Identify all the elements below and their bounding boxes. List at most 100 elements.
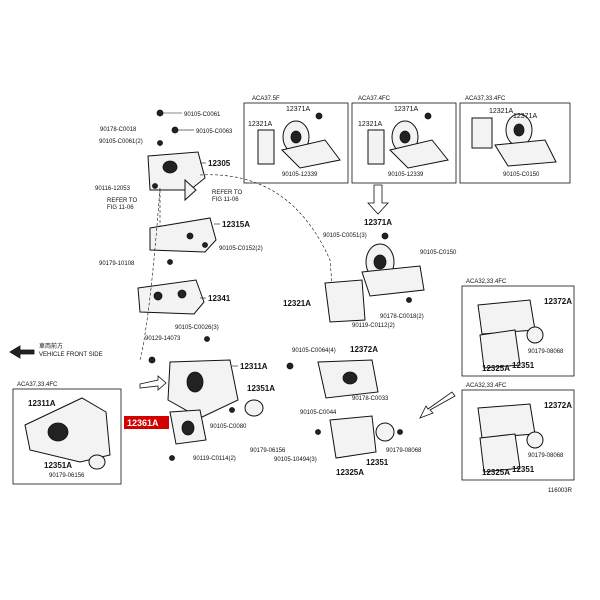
inset-panel-4: ACA32,33.4FC 12372A 90179-08068 12325A 1… xyxy=(461,279,575,377)
bolt-icon xyxy=(171,126,179,134)
panel-frame xyxy=(243,102,349,184)
part-label-highlight: 12361A xyxy=(127,418,159,428)
bracket-part xyxy=(479,433,521,473)
part-label: 12371A xyxy=(286,106,310,113)
part-label: 90105-C0051(3) xyxy=(323,233,367,239)
panel-title: ACA37.5F xyxy=(252,96,280,102)
front-mount-cluster: 90105-C0026(3) 90129-14073 12311A 12351A… xyxy=(124,325,286,462)
part-label: 12351A xyxy=(44,461,72,470)
inset-panel-6: ACA37,33.4FC 12311A 12351A 90179-06156 xyxy=(12,382,122,485)
mount-part xyxy=(477,403,536,439)
bracket-part xyxy=(324,279,366,323)
part-label: 12325A xyxy=(482,364,510,373)
panel-title: ACA32,33.4FC xyxy=(466,279,507,285)
bolt-icon xyxy=(169,455,175,461)
bushing-part xyxy=(526,326,544,344)
part-label: 90178-C0018 xyxy=(100,127,137,133)
part-label: 12351 xyxy=(512,465,535,474)
panel-frame xyxy=(12,388,122,485)
reference-note: FIG 11-06 xyxy=(212,197,239,203)
mount-bushing xyxy=(181,420,195,436)
part-label: 90105-C0061(2) xyxy=(99,139,143,145)
part-label: 12371A xyxy=(394,106,418,113)
bolt-icon xyxy=(204,336,210,342)
part-label: 12325A xyxy=(482,468,510,477)
part-label: 12325A xyxy=(336,468,364,477)
bolt-icon xyxy=(315,112,323,120)
front-label-en: VEHICLE FRONT SIDE xyxy=(39,352,103,358)
front-label-jp: 車両前方 xyxy=(39,342,63,350)
panel-frame xyxy=(461,389,575,481)
part-label: 12351 xyxy=(366,458,389,467)
rear-mount-cluster: 12371A 90105-C0051(3) 90105-C0150 12321A… xyxy=(283,184,457,329)
vehicle-front-indicator: 車両前方 VEHICLE FRONT SIDE xyxy=(9,342,103,359)
part-label: 90105-C0063 xyxy=(196,129,233,135)
panel-frame xyxy=(351,102,457,184)
inset-panel-3: ACA37,33.4FC 12321A 12371A 90105-C0150 xyxy=(459,96,571,184)
part-label: 90105-C0150 xyxy=(420,250,457,256)
mount-bushing xyxy=(290,130,302,144)
inset-panel-1: ACA37.5F 12371A 12321A 90105-12339 xyxy=(243,96,349,184)
bushing-part xyxy=(88,454,106,470)
bracket-12325A xyxy=(329,415,377,459)
bushing-12351 xyxy=(375,422,395,442)
bushing-part xyxy=(526,431,544,449)
part-label: 90105-12339 xyxy=(282,172,318,178)
inset-panel-5: ACA32,33.4FC 12372A 90179-08068 12325A 1… xyxy=(461,383,575,481)
reference-note: REFER TO xyxy=(212,190,242,196)
mount-bushing xyxy=(373,254,387,270)
part-label: 90105-C0152(2) xyxy=(219,246,263,252)
direction-arrow-icon xyxy=(139,375,167,391)
bolt-icon xyxy=(167,259,173,265)
reference-arrow xyxy=(184,178,197,202)
bracket-part xyxy=(479,329,521,369)
part-label: 12321A xyxy=(283,299,311,308)
part-label: 12321A xyxy=(358,121,382,128)
mount-part xyxy=(477,299,536,335)
part-label: 90105-10494(3) xyxy=(274,457,317,463)
bolt-icon xyxy=(153,291,163,301)
upper-mount-part xyxy=(147,151,206,191)
part-label: 12372A xyxy=(350,345,378,354)
part-label: 90179-06156 xyxy=(250,448,286,454)
bolt-icon xyxy=(406,297,412,303)
bracket-part xyxy=(471,117,493,149)
mount-bushing xyxy=(186,371,204,393)
panel-title: ACA37.4FC xyxy=(358,96,391,102)
bolt-icon xyxy=(202,242,208,248)
bolt-icon xyxy=(157,140,163,146)
highlight-badge xyxy=(124,416,169,429)
arm-part xyxy=(361,265,425,297)
panel-title: ACA37,33.4FC xyxy=(17,382,58,388)
part-label: 12321A xyxy=(489,108,513,115)
part-label: 12311A xyxy=(240,362,268,371)
arm-part xyxy=(389,139,449,169)
mount-bushing xyxy=(342,371,358,385)
part-label: 12315A xyxy=(222,220,250,229)
panel-title: ACA37,33.4FC xyxy=(465,96,506,102)
part-label: 90178-C0018(2) xyxy=(380,314,424,320)
part-label: 90179-08068 xyxy=(386,448,422,454)
bolt-icon xyxy=(424,112,432,120)
part-label: 12372A xyxy=(544,401,572,410)
arrow-left-icon xyxy=(9,345,35,359)
part-label: 90179-06156 xyxy=(49,473,85,479)
bolt-icon xyxy=(381,232,389,240)
diagram-code: 116003R xyxy=(548,488,573,494)
part-label: 12311A xyxy=(28,399,56,408)
part-label: 12305 xyxy=(208,159,231,168)
mount-bushing xyxy=(513,123,525,137)
bracket-part xyxy=(257,129,275,165)
part-label: 12371A xyxy=(513,113,537,120)
bolt-icon xyxy=(156,109,164,117)
part-label: 12351 xyxy=(512,361,535,370)
part-label: 90129-14073 xyxy=(145,336,181,342)
mount-bushing xyxy=(399,130,411,144)
direction-arrow-icon xyxy=(419,391,456,419)
arm-part xyxy=(494,139,557,167)
reference-note: REFER TO xyxy=(107,198,137,204)
bolt-icon xyxy=(177,289,187,299)
part-label: 90179-10108 xyxy=(99,261,135,267)
